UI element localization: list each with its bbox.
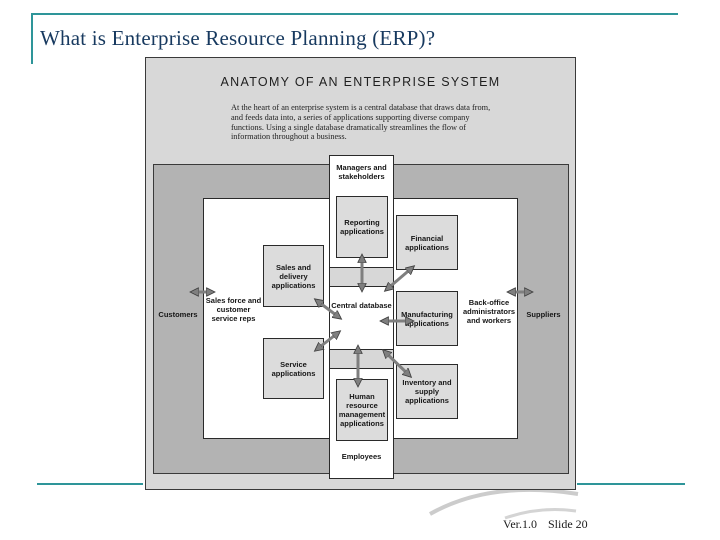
label-central-database: Central database bbox=[331, 301, 392, 310]
arrow-financial-database bbox=[386, 267, 413, 290]
figure-description: At the heart of an enterprise system is … bbox=[231, 103, 491, 142]
arrow-service-database bbox=[316, 332, 339, 350]
box-reporting-applications: Reporting applications bbox=[336, 196, 388, 258]
footer-version: Ver.1.0 bbox=[503, 517, 537, 531]
title-accent-line-left bbox=[31, 13, 33, 64]
footer-accent-line-right bbox=[577, 483, 685, 485]
label-customers: Customers bbox=[158, 310, 198, 319]
box-human-resource-applications: Human resource management applications bbox=[336, 379, 388, 441]
box-financial-applications: Financial applications bbox=[396, 215, 458, 270]
label-employees: Employees bbox=[341, 452, 382, 461]
box-sales-delivery-applications: Sales and delivery applications bbox=[263, 245, 324, 307]
label-managers-stakeholders: Managers and stakeholders bbox=[336, 163, 387, 181]
arrow-inventory-database bbox=[384, 351, 410, 376]
label-suppliers: Suppliers bbox=[526, 310, 561, 319]
label-sales-force: Sales force and customer service reps bbox=[205, 296, 262, 323]
box-service-applications: Service applications bbox=[263, 338, 324, 399]
arrows-overlay bbox=[146, 58, 575, 489]
page-title: What is Enterprise Resource Planning (ER… bbox=[40, 26, 436, 50]
label-back-office: Back-office administrators and workers bbox=[462, 298, 516, 325]
footer-slide-number: Slide 20 bbox=[548, 517, 588, 531]
watermark-swoosh bbox=[429, 487, 579, 520]
erp-anatomy-figure: ANATOMY OF AN ENTERPRISE SYSTEM At the h… bbox=[145, 57, 576, 490]
figure-title: ANATOMY OF AN ENTERPRISE SYSTEM bbox=[220, 75, 501, 89]
arrow-sales-database bbox=[316, 300, 340, 318]
title-accent-line-top bbox=[31, 13, 678, 15]
footer-accent-line-left bbox=[37, 483, 143, 485]
